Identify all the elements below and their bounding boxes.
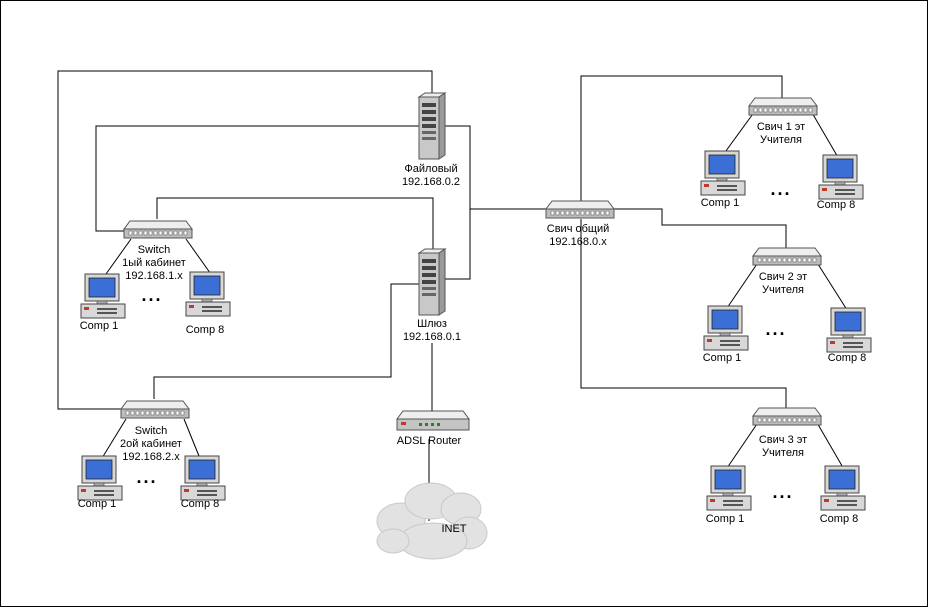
floor3-switch-label: Свич 3 эт Учителя (759, 434, 807, 460)
floor1-switch-label: Свич 1 эт Учителя (757, 121, 805, 147)
adsl-router-icon (396, 410, 470, 431)
link-f2-pc1 (724, 260, 760, 312)
main-switch-name: Свич общий (546, 223, 610, 235)
file-server-label: Файловый 192.168.0.2 (402, 163, 460, 189)
internet-cloud-icon (376, 482, 488, 560)
main-switch-label: Свич общий 192.168.0.x (547, 223, 609, 249)
internet-label: INET (441, 523, 467, 535)
floor3-ellipsis: ... (772, 482, 794, 502)
cabinet1-switch-icon (123, 220, 193, 239)
floor1-pc8-icon (818, 154, 864, 200)
floor3-pc8-label: Comp 8 (819, 513, 859, 525)
floor1-ellipsis: ... (770, 179, 792, 199)
link-f1-pc8 (810, 110, 840, 160)
link-f2-pc8 (815, 260, 850, 314)
floor2-pc1-label: Comp 1 (702, 352, 742, 364)
floor3-switch-icon (752, 407, 822, 426)
gateway-ip: 192.168.0.1 (402, 331, 462, 343)
gateway-server-icon (418, 248, 446, 316)
link-cab2-pc8 (183, 418, 202, 462)
link-f3-pc1 (724, 420, 760, 472)
cabinet2-pc8-label: Comp 8 (180, 498, 220, 510)
gateway-name: Шлюз (417, 318, 447, 330)
gateway-label: Шлюз 192.168.0.1 (403, 318, 461, 344)
file-server-ip: 192.168.0.2 (401, 176, 461, 188)
cabinet2-ellipsis: ... (136, 467, 158, 487)
cabinet1-pc8-icon (185, 271, 231, 317)
cabinet2-switch-type: Switch (134, 425, 168, 437)
cabinet2-pc8-icon (180, 455, 226, 501)
floor2-group: Учителя (762, 284, 804, 296)
link-main-floor3 (580, 219, 787, 409)
file-server-name: Файловый (404, 163, 458, 175)
floor1-pc8-label: Comp 8 (816, 199, 856, 211)
cabinet2-pc1-icon (77, 455, 123, 501)
floor1-switch-icon (748, 97, 818, 116)
floor2-switch-label: Свич 2 эт Учителя (759, 271, 807, 297)
link-f1-pc1 (722, 110, 756, 156)
cabinet1-switch-type: Switch (137, 244, 171, 256)
floor3-pc1-label: Comp 1 (705, 513, 745, 525)
link-main-floor1 (580, 75, 783, 201)
link-fileserver-main (443, 125, 471, 209)
floor1-switch-name: Свич 1 эт (756, 121, 806, 133)
main-switch-icon (545, 200, 615, 219)
floor1-pc1-label: Comp 1 (700, 197, 740, 209)
cabinet2-pc1-label: Comp 1 (77, 498, 117, 510)
floor1-pc1-icon (700, 150, 746, 196)
file-server-icon (418, 92, 446, 160)
floor3-pc1-icon (706, 465, 752, 511)
cabinet1-ellipsis: ... (141, 285, 163, 305)
router-label: ADSL Router (396, 435, 462, 447)
link-f3-pc8 (815, 420, 846, 472)
floor2-pc8-icon (826, 307, 872, 353)
cabinet1-pc1-icon (80, 273, 126, 319)
link-fileserver-cabinet2 (57, 70, 433, 410)
cabinet2-room: 2ой кабинет (120, 438, 182, 450)
floor2-pc1-icon (703, 305, 749, 351)
floor3-group: Учителя (762, 447, 804, 459)
link-cabinet1-gateway (156, 197, 434, 251)
cabinet1-pc1-label: Comp 1 (79, 320, 119, 332)
link-gateway-main (445, 208, 549, 280)
cabinet1-switch-label: Switch 1ый кабинет 192.168.1.x (122, 244, 186, 283)
floor3-pc8-icon (820, 465, 866, 511)
link-fileserver-cabinet1 (95, 125, 419, 232)
floor2-ellipsis: ... (765, 319, 787, 339)
floor3-switch-name: Свич 3 эт (758, 434, 808, 446)
cabinet1-room: 1ый кабинет (122, 257, 186, 269)
link-main-floor2 (611, 208, 787, 249)
floor2-switch-icon (752, 247, 822, 266)
cabinet2-switch-icon (120, 400, 190, 419)
cabinet2-switch-label: Switch 2ой кабинет 192.168.2.x (120, 425, 182, 464)
link-cab1-pc8 (185, 238, 214, 278)
main-switch-ip: 192.168.0.x (549, 236, 607, 248)
cabinet1-ip: 192.168.1.x (125, 270, 183, 282)
cabinet1-pc8-label: Comp 8 (185, 324, 225, 336)
link-cabinet2-gateway (153, 283, 419, 399)
cabinet2-ip: 192.168.2.x (122, 451, 180, 463)
floor1-group: Учителя (760, 134, 802, 146)
floor2-pc8-label: Comp 8 (827, 352, 867, 364)
floor2-switch-name: Свич 2 эт (758, 271, 808, 283)
